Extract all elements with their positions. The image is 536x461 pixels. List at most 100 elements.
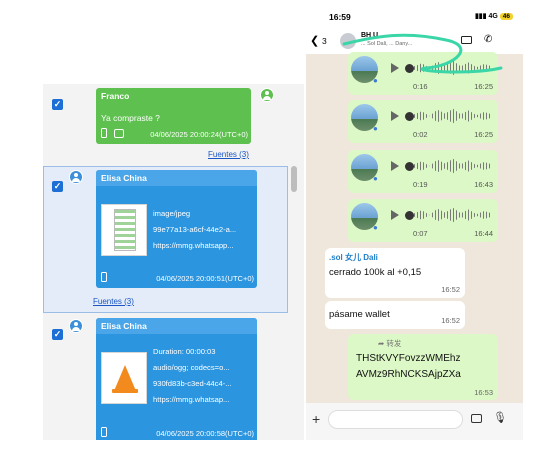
message-input-bar: + 🎙 [306, 403, 523, 440]
pen-scribble [342, 33, 503, 74]
media-type: audio/ogg; codecs=o... [153, 363, 230, 372]
microphone-icon[interactable]: 🎙 [493, 412, 507, 424]
message-line: AVMz9RhNCKSAjpZXa [356, 369, 461, 380]
forwarded-label: ➦ 转发 [378, 338, 401, 349]
avatar [69, 319, 83, 333]
status-bar: 16:59 ▮▮▮ 4G 46 [306, 6, 523, 28]
play-icon[interactable] [391, 161, 399, 171]
message-card[interactable]: Elisa China image/jpeg 99e77a13-a6cf-44e… [96, 170, 257, 288]
card-footer: 04/06/2025 20:00:58(UTC+0) [101, 427, 254, 439]
message-text: pásame wallet [329, 309, 390, 320]
phone-icon [101, 128, 107, 138]
audio-thumbnail[interactable] [101, 352, 147, 404]
voice-duration: 0:19 [413, 180, 428, 189]
plus-icon[interactable]: + [312, 411, 321, 427]
status-icons: ▮▮▮ 4G 46 [475, 12, 513, 20]
incoming-message[interactable]: pásame wallet 16:52 [325, 301, 465, 329]
sender-name: Franco [101, 91, 130, 101]
mic-icon: ● [373, 223, 378, 232]
voice-note[interactable]: ● 0:16 16:25 [348, 52, 498, 95]
unread-count: 3 [322, 36, 327, 46]
message-card[interactable]: Elisa China Duration: 00:00:03 audio/ogg… [96, 318, 257, 440]
signal-icon: ▮▮▮ [474, 13, 487, 20]
back-chevron-icon[interactable]: ❮ [310, 35, 320, 47]
avatar [260, 88, 274, 102]
row-checkbox[interactable]: ✓ [52, 99, 63, 110]
battery-icon: 46 [499, 13, 513, 20]
mic-icon: ● [373, 174, 378, 183]
play-icon[interactable] [391, 210, 399, 220]
incoming-message[interactable]: .sol 女儿 Dali cerrado 100k al +0,15 16:52 [325, 248, 465, 298]
message-text: Ya compraste ? [101, 113, 160, 123]
message-time: 16:25 [474, 130, 493, 139]
phone-call-icon[interactable]: ✆ [484, 34, 493, 45]
voice-note[interactable]: ● 0:19 16:43 [348, 150, 498, 193]
chat-participants: ... Sol Dali, ... Dany... [361, 41, 413, 47]
network-label: 4G [488, 13, 498, 20]
seek-handle[interactable] [405, 112, 414, 121]
sender-avatar [351, 154, 378, 181]
message-time: 16:52 [441, 285, 460, 294]
message-text: cerrado 100k al +0,15 [329, 267, 422, 278]
row-checkbox[interactable]: ✓ [52, 181, 63, 192]
image-thumbnail[interactable] [101, 204, 147, 256]
message-line: THStKVYFovzzWMEhz [356, 353, 461, 364]
voice-duration: 0:02 [413, 130, 428, 139]
card-footer: 04/06/2025 20:00:24(UTC+0) [101, 128, 248, 140]
seek-handle[interactable] [405, 162, 414, 171]
scrollbar-thumb[interactable] [291, 166, 297, 192]
sender-name: Elisa China [96, 170, 257, 186]
waveform [414, 207, 492, 223]
forward-arrow-icon: ➦ [378, 339, 387, 348]
avatar [69, 170, 83, 184]
phone-icon [101, 427, 107, 437]
sender-name: Elisa China [96, 318, 257, 334]
forensic-report-panel: ✓ Franco Ya compraste ? 04/06/2025 20:00… [43, 84, 304, 440]
voice-note[interactable]: ● 0:07 16:44 [348, 199, 498, 242]
forwarded-message[interactable]: ➦ 转发 THStKVYFovzzWMEhz AVMz9RhNCKSAjpZXa… [348, 334, 498, 400]
forwarded-text: 转发 [386, 339, 402, 348]
media-url: https://mmg.whatsap... [153, 395, 230, 404]
sender-avatar [351, 56, 378, 83]
media-url: https://mmg.whatsapp... [153, 241, 234, 250]
camera-icon[interactable] [471, 414, 482, 423]
timestamp: 04/06/2025 20:00:51(UTC+0) [156, 274, 254, 283]
timestamp: 04/06/2025 20:00:24(UTC+0) [150, 130, 248, 139]
play-icon[interactable] [391, 111, 399, 121]
waveform [414, 108, 492, 124]
chat-name[interactable]: BH U [361, 32, 379, 39]
sender-avatar [351, 203, 378, 230]
media-id: 99e77a13-a6cf-44e2-a... [153, 225, 237, 234]
whatsapp-phone-screenshot: 16:59 ▮▮▮ 4G 46 ❮ 3 BH U ... Sol Dali, .… [306, 6, 523, 440]
media-type: image/jpeg [153, 209, 191, 218]
media-duration: Duration: 00:00:03 [153, 347, 216, 356]
waveform [414, 158, 492, 174]
sender-avatar [351, 104, 378, 131]
seek-handle[interactable] [405, 64, 414, 73]
timestamp: 04/06/2025 20:00:58(UTC+0) [156, 429, 254, 438]
message-time: 16:53 [474, 388, 493, 397]
seek-handle[interactable] [405, 211, 414, 220]
message-time: 16:43 [474, 180, 493, 189]
screenshot-preview [114, 209, 136, 251]
video-call-icon[interactable] [461, 36, 472, 44]
row-checkbox[interactable]: ✓ [52, 329, 63, 340]
group-icon [114, 129, 125, 138]
voice-duration: 0:16 [413, 82, 428, 91]
message-card[interactable]: Franco Ya compraste ? 04/06/2025 20:00:2… [96, 88, 251, 144]
media-id: 930fd83b-c3ed-44c4-... [153, 379, 232, 388]
status-time: 16:59 [329, 12, 351, 22]
message-time: 16:25 [474, 82, 493, 91]
vlc-cone-icon [114, 365, 136, 391]
message-time: 16:44 [474, 229, 493, 238]
mic-icon: ● [373, 124, 378, 133]
phone-icon [101, 272, 107, 282]
fuentes-link[interactable]: Fuentes (3) [208, 150, 249, 159]
sender-name: .sol 女儿 Dali [329, 253, 378, 262]
message-input[interactable] [328, 410, 463, 429]
voice-note[interactable]: ● 0:02 16:25 [348, 100, 498, 143]
play-icon[interactable] [391, 63, 399, 73]
mic-icon: ● [373, 76, 378, 85]
vlc-base-icon [112, 389, 138, 393]
fuentes-link[interactable]: Fuentes (3) [93, 297, 134, 306]
